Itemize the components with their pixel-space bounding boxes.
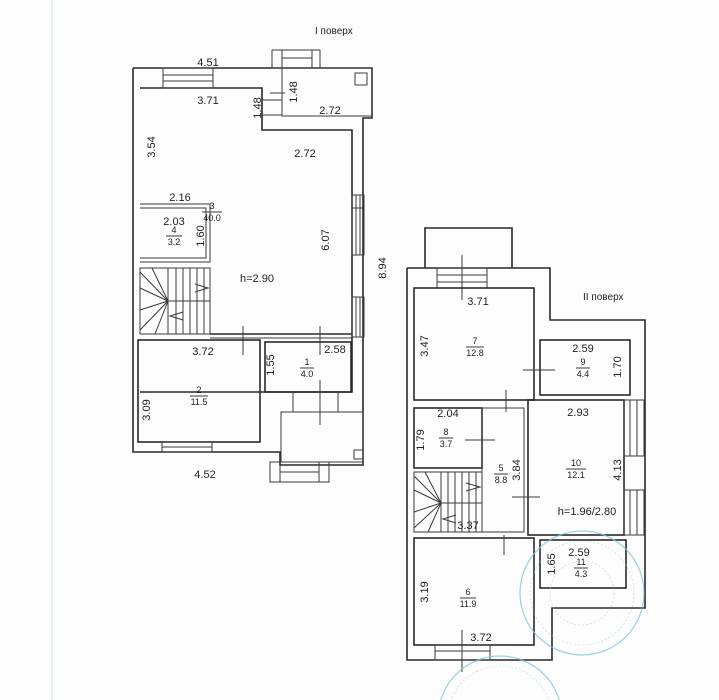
dim-room7-depth: 3.47 <box>419 335 431 356</box>
room-6 <box>413 537 535 646</box>
dim-hall-depth: 6.07 <box>320 229 332 250</box>
official-stamp <box>519 530 645 656</box>
dim-top-inner: 3.71 <box>197 95 218 107</box>
room-2-number: 2 <box>196 385 201 395</box>
floor-1-title: I поверх <box>315 26 353 37</box>
dim-room9-depth: 1.70 <box>612 356 624 377</box>
dim-room10-width: 2.93 <box>567 407 588 419</box>
dim-stair-width: 3.37 <box>457 520 478 532</box>
dim-room1-width: 2.58 <box>324 344 345 356</box>
dim-room9-width: 2.59 <box>572 343 593 355</box>
window-right-2 <box>351 296 365 338</box>
scan-edge-line <box>51 0 53 700</box>
floor-1-outer-wall <box>132 67 373 466</box>
dim-room6-width: 3.72 <box>470 632 491 644</box>
dim-closet-top: 2.16 <box>169 192 190 204</box>
floor-2-title: II поверх <box>583 292 624 303</box>
window-right-1 <box>351 194 365 256</box>
room-10-number: 10 <box>571 458 581 468</box>
floor-2-ceiling-height: h=1.96/2.80 <box>558 506 616 518</box>
room-1-area: 4.0 <box>301 369 314 379</box>
dim-porch-width: 2.72 <box>319 105 340 117</box>
floor-2-outer-wall <box>406 267 646 661</box>
window-right-floor-2-1 <box>623 399 645 457</box>
room-4-area: 3.2 <box>168 237 181 247</box>
room-10-area: 12.1 <box>567 470 585 480</box>
dim-room7-width: 3.71 <box>467 296 488 308</box>
closet-room-4 <box>140 203 211 263</box>
dim-porch-depth: 1.48 <box>288 81 300 102</box>
room-5-area: 8.8 <box>495 475 508 485</box>
dim-left-upper: 3.54 <box>146 136 158 157</box>
porch-bottom-post <box>353 449 364 460</box>
window-right-floor-2-2 <box>623 489 645 536</box>
floor-1-staircase <box>139 267 211 335</box>
porch-top-steps <box>271 49 321 69</box>
dim-bottom-outer: 4.52 <box>194 469 215 481</box>
room-9 <box>539 339 631 396</box>
official-stamp-2 <box>440 655 560 700</box>
room-8-number: 8 <box>443 427 448 437</box>
dim-room10-depth: 4.13 <box>612 459 624 480</box>
porch-top-post <box>354 72 368 86</box>
room-5-number: 5 <box>498 463 503 473</box>
room-4-number: 4 <box>171 225 176 235</box>
room-11-number: 11 <box>576 557 585 567</box>
dim-closet-width: 2.03 <box>163 216 184 228</box>
porch-bottom <box>280 411 364 463</box>
porch-top <box>281 67 373 117</box>
dim-overall-depth: 8.94 <box>377 257 389 278</box>
corridor-room-5 <box>481 407 525 533</box>
balcony <box>424 227 513 268</box>
room-7-number: 7 <box>472 336 477 346</box>
room-10 <box>527 399 625 536</box>
dim-room1-depth: 1.55 <box>265 354 277 375</box>
dim-top-outer: 4.51 <box>197 57 218 69</box>
room-9-area: 4.4 <box>577 369 590 379</box>
room-11 <box>539 539 627 589</box>
porch-bottom-steps <box>269 461 330 483</box>
floor-1-ceiling-height: h=2.90 <box>240 273 274 285</box>
dim-room6-depth: 3.19 <box>419 581 431 602</box>
floor-2-staircase <box>413 471 483 533</box>
dim-room8-depth: 1.79 <box>415 429 427 450</box>
room-11-area: 4.3 <box>575 569 588 579</box>
dim-room2-depth: 3.09 <box>141 399 153 420</box>
room-6-number: 6 <box>465 587 470 597</box>
dim-room2-width: 3.72 <box>192 346 213 358</box>
room-9-number: 9 <box>580 357 585 367</box>
floor-1-plan: I поверх <box>132 26 389 483</box>
dim-hall-width: 2.72 <box>294 148 315 160</box>
window-top-left <box>162 67 214 89</box>
floor-2-plan: II поверх <box>406 227 646 672</box>
dim-room11-depth: 1.65 <box>546 553 558 574</box>
room-3-number: 3 <box>209 201 214 211</box>
room-7 <box>413 287 535 401</box>
room-3-area: 40.0 <box>203 213 221 223</box>
room-2-area: 11.5 <box>191 397 208 407</box>
dim-porch-depth-2: 1.48 <box>252 97 264 118</box>
room-1-number: 1 <box>304 357 309 367</box>
room-6-area: 11.9 <box>460 599 477 609</box>
dim-corridor-depth: 3.84 <box>511 459 523 480</box>
dim-room11-width: 2.59 <box>568 547 589 559</box>
room-8-area: 3.7 <box>440 439 453 449</box>
dim-closet-depth: 1.60 <box>195 225 207 246</box>
room-7-area: 12.8 <box>466 348 484 358</box>
room-1 <box>264 341 352 393</box>
dim-room8-width: 2.04 <box>437 408 458 420</box>
